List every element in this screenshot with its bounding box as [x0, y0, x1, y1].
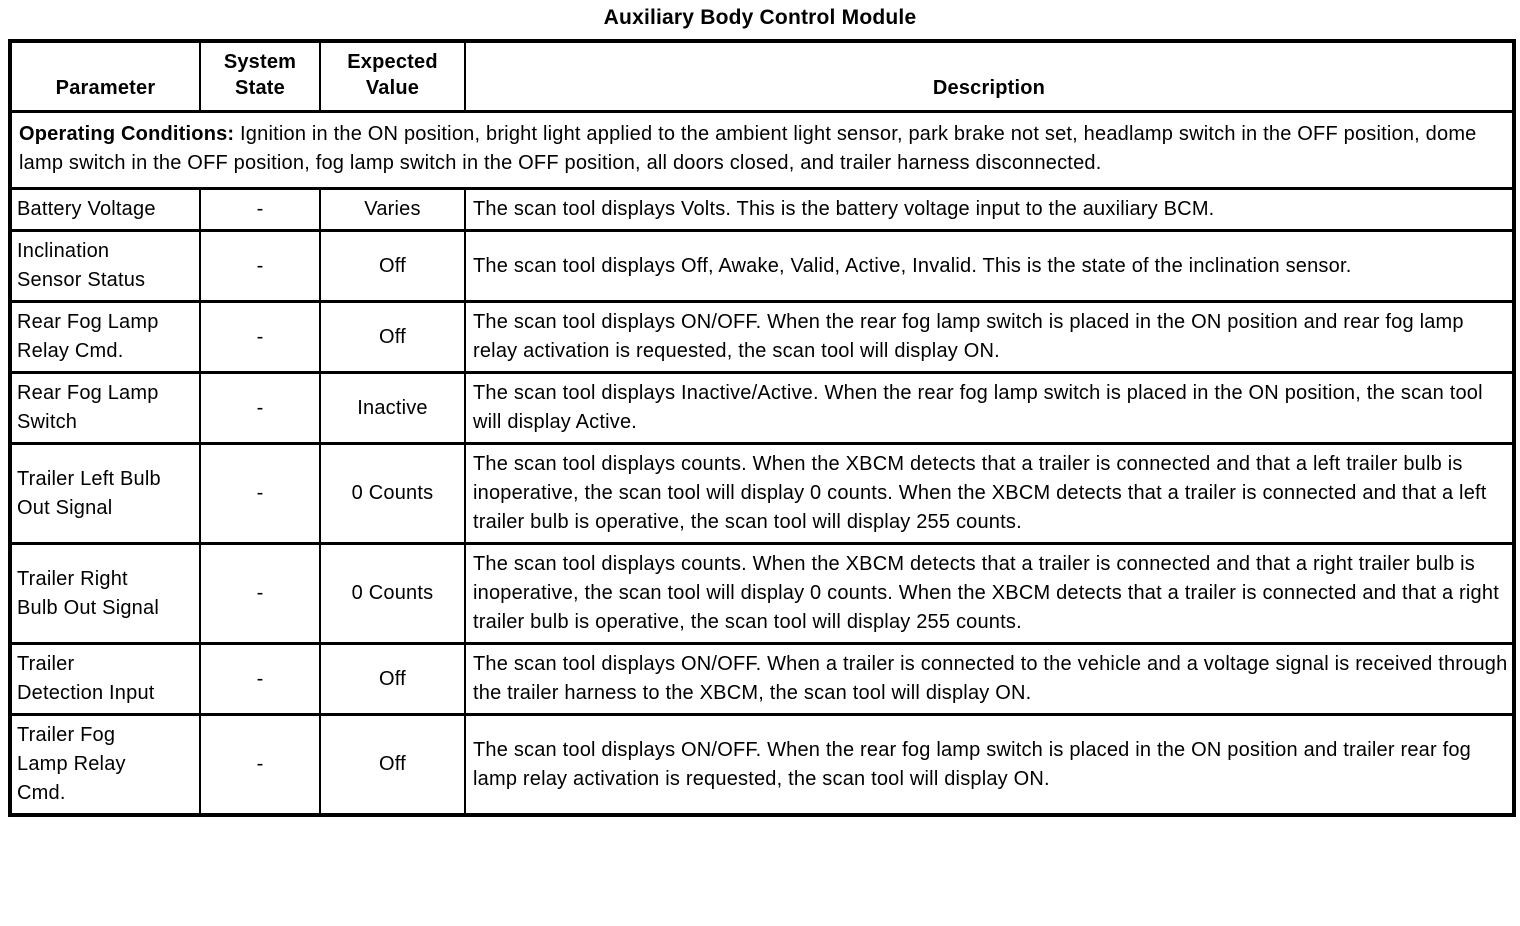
table-row: Rear Fog Lamp Switch - Inactive The scan… — [9, 371, 1515, 445]
description-cell: The scan tool displays Volts. This is th… — [464, 187, 1515, 232]
header-row: Parameter System State Expected Value De… — [9, 39, 1515, 113]
col-header-expected-value: Expected Value — [319, 39, 466, 113]
table-body: Operating Conditions: Ignition in the ON… — [9, 110, 1515, 817]
description-cell: The scan tool displays ON/OFF. When a tr… — [464, 642, 1515, 716]
expected-value-cell: Varies — [319, 187, 466, 232]
description-cell: The scan tool displays counts. When the … — [464, 442, 1515, 545]
parameter-cell: Battery Voltage — [9, 187, 201, 232]
system-state-cell: - — [199, 300, 321, 374]
system-state-cell: - — [199, 542, 321, 645]
expected-value-cell: Off — [319, 229, 466, 303]
description-cell: The scan tool displays ON/OFF. When the … — [464, 300, 1515, 374]
col-header-description: Description — [464, 39, 1515, 113]
expected-value-cell: Off — [319, 300, 466, 374]
description-cell: The scan tool displays Off, Awake, Valid… — [464, 229, 1515, 303]
expected-value-cell: 0 Counts — [319, 542, 466, 645]
description-cell: The scan tool displays Inactive/Active. … — [464, 371, 1515, 445]
system-state-cell: - — [199, 713, 321, 817]
table-row: Battery Voltage - Varies The scan tool d… — [9, 187, 1515, 232]
description-cell: The scan tool displays counts. When the … — [464, 542, 1515, 645]
description-cell: The scan tool displays ON/OFF. When the … — [464, 713, 1515, 817]
parameter-cell: Trailer Fog Lamp Relay Cmd. — [9, 713, 201, 817]
document-page: Auxiliary Body Control Module Parameter … — [8, 6, 1516, 817]
parameter-cell: Inclination Sensor Status — [9, 229, 201, 303]
system-state-cell: - — [199, 442, 321, 545]
parameter-table: Parameter System State Expected Value De… — [8, 39, 1516, 817]
system-state-cell: - — [199, 187, 321, 232]
operating-conditions-row: Operating Conditions: Ignition in the ON… — [9, 110, 1515, 190]
expected-value-cell: Inactive — [319, 371, 466, 445]
table-row: Trailer Left Bulb Out Signal - 0 Counts … — [9, 442, 1515, 545]
expected-value-cell: 0 Counts — [319, 442, 466, 545]
parameter-cell: Trailer Left Bulb Out Signal — [9, 442, 201, 545]
table-row: Rear Fog Lamp Relay Cmd. - Off The scan … — [9, 300, 1515, 374]
system-state-cell: - — [199, 642, 321, 716]
expected-value-cell: Off — [319, 642, 466, 716]
table-row: Trailer Detection Input - Off The scan t… — [9, 642, 1515, 716]
system-state-cell: - — [199, 229, 321, 303]
table-row: Inclination Sensor Status - Off The scan… — [9, 229, 1515, 303]
col-header-system-state: System State — [199, 39, 321, 113]
col-header-parameter: Parameter — [9, 39, 201, 113]
system-state-cell: - — [199, 371, 321, 445]
page-title: Auxiliary Body Control Module — [603, 6, 917, 29]
parameter-cell: Trailer Detection Input — [9, 642, 201, 716]
operating-conditions-cell: Operating Conditions: Ignition in the ON… — [9, 110, 1515, 190]
table-row: Trailer Right Bulb Out Signal - 0 Counts… — [9, 542, 1515, 645]
parameter-cell: Trailer Right Bulb Out Signal — [9, 542, 201, 645]
expected-value-cell: Off — [319, 713, 466, 817]
table-header: Parameter System State Expected Value De… — [9, 39, 1515, 113]
table-row: Trailer Fog Lamp Relay Cmd. - Off The sc… — [9, 713, 1515, 817]
parameter-cell: Rear Fog Lamp Switch — [9, 371, 201, 445]
operating-conditions-text: Ignition in the ON position, bright ligh… — [19, 123, 1477, 174]
operating-conditions-label: Operating Conditions: — [19, 123, 235, 145]
parameter-cell: Rear Fog Lamp Relay Cmd. — [9, 300, 201, 374]
